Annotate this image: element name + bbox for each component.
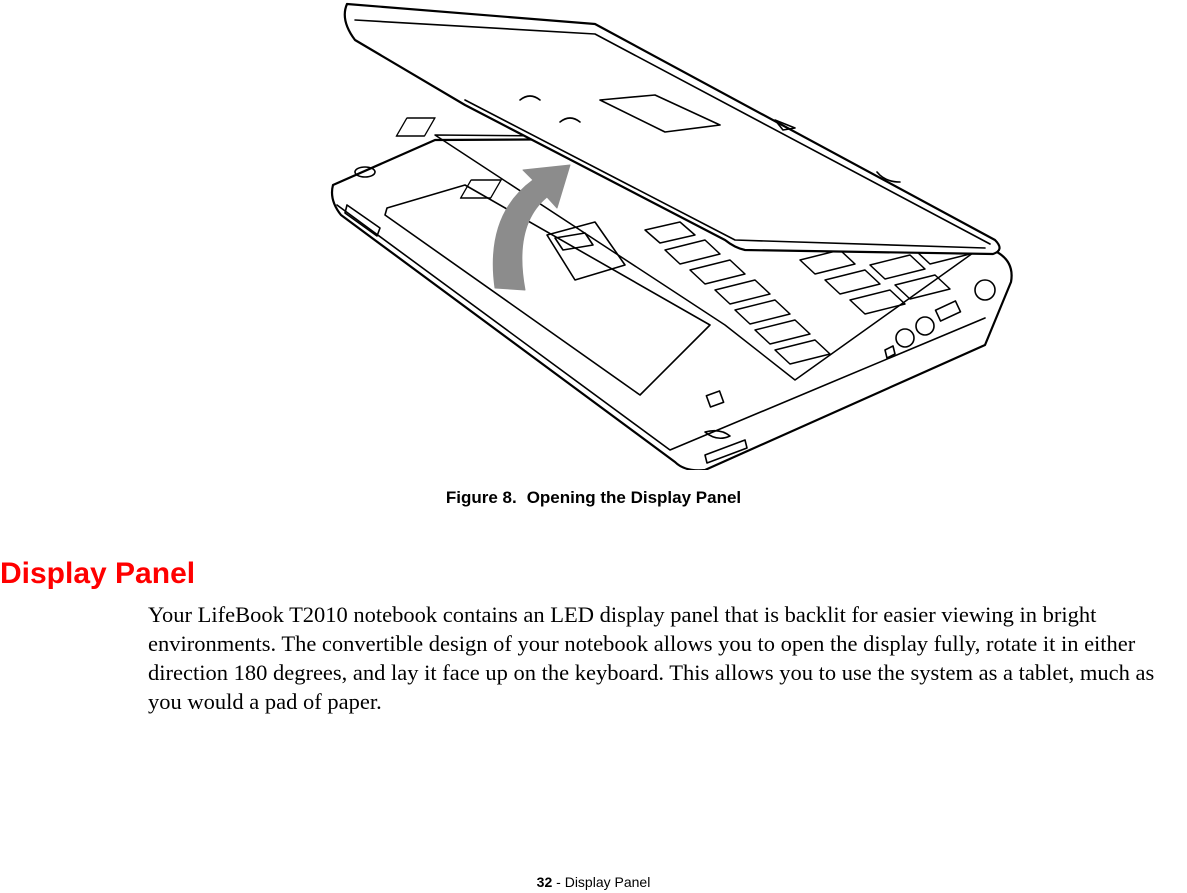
footer-separator: - bbox=[552, 874, 565, 890]
touchpad-area bbox=[384, 184, 711, 396]
arrow-icon bbox=[492, 164, 571, 291]
figure-caption: Figure 8. Opening the Display Panel bbox=[0, 488, 1187, 508]
page-footer: 32 - Display Panel bbox=[0, 874, 1187, 890]
page-number: 32 bbox=[536, 874, 553, 890]
section-body: Your LifeBook T2010 notebook contains an… bbox=[148, 602, 1155, 714]
laptop-figure bbox=[325, 0, 1015, 470]
section-heading: Display Panel bbox=[0, 557, 196, 590]
figure-number: Figure 8. bbox=[445, 488, 517, 507]
display-lid bbox=[343, 2, 1001, 256]
footer-section-name: Display Panel bbox=[564, 874, 651, 890]
laptop-opening-illustration bbox=[330, 2, 1013, 470]
lid-logo-plate bbox=[599, 94, 721, 133]
figure-caption-text: Opening the Display Panel bbox=[526, 488, 742, 507]
side-ports bbox=[884, 279, 996, 359]
